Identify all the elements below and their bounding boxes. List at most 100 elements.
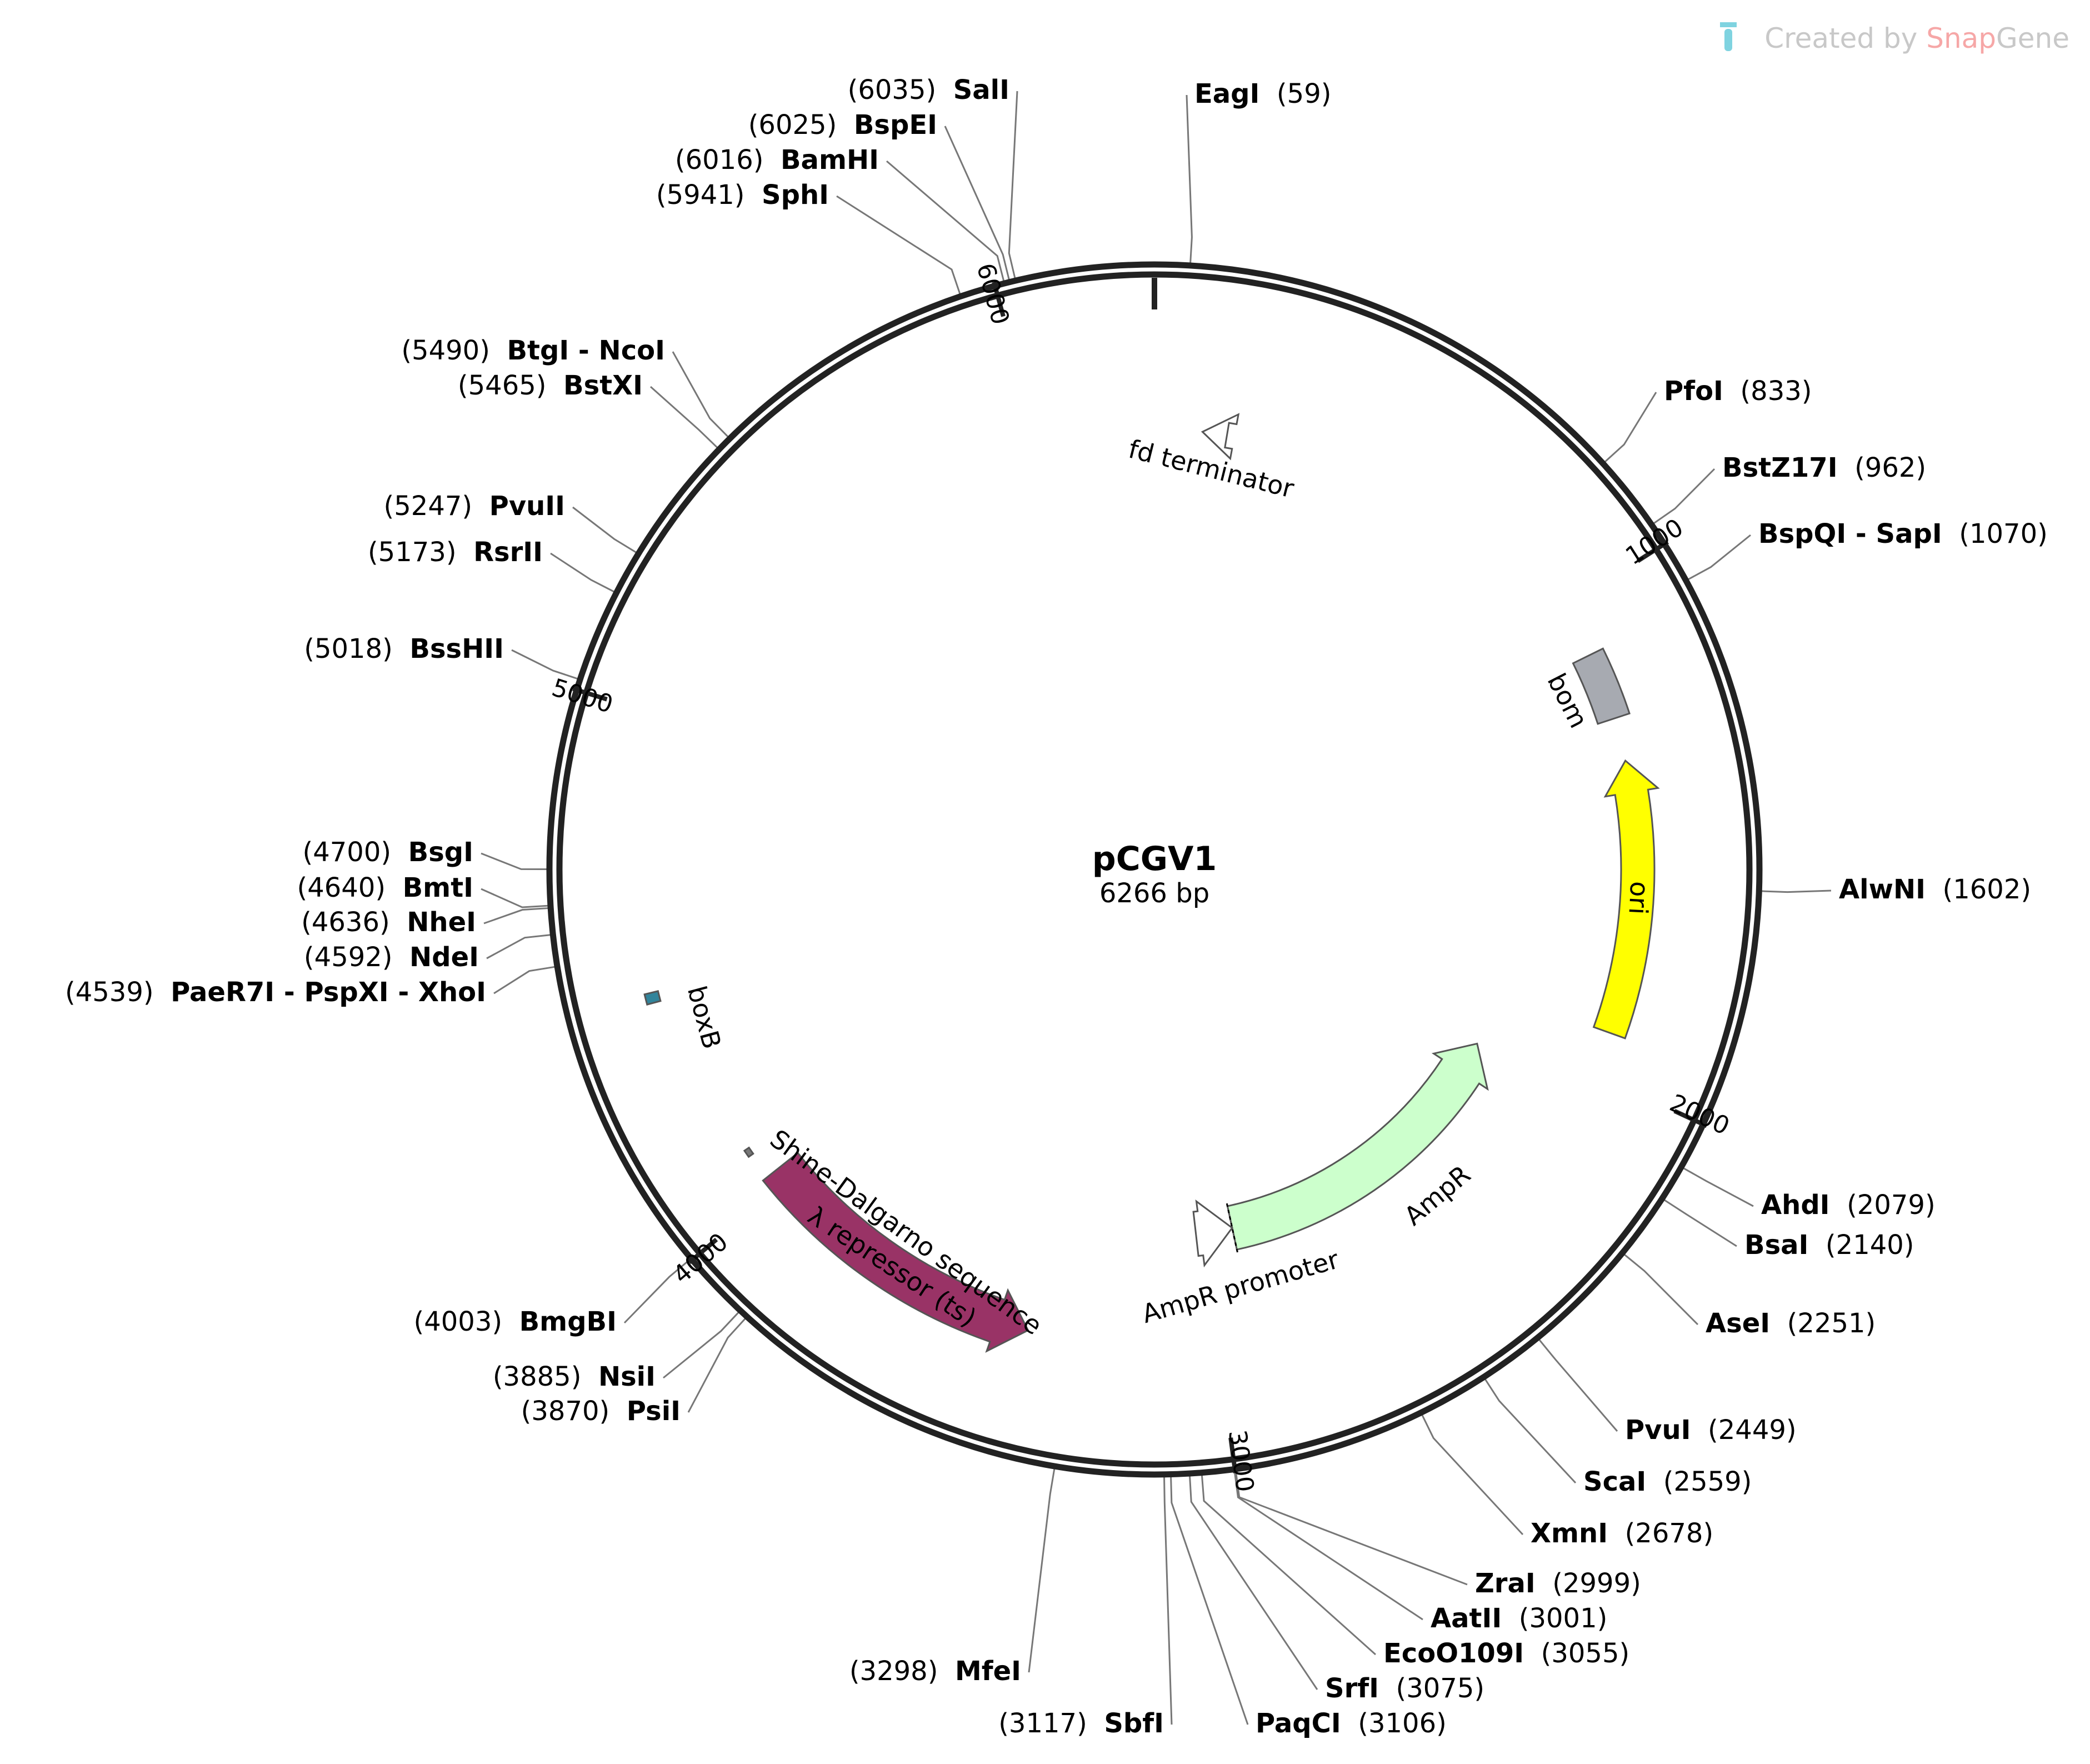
feature-ori-shape <box>1592 759 1660 1040</box>
enzyme-name: NdeI <box>409 942 479 973</box>
backbone-inner-ring <box>556 271 1753 1468</box>
enzyme-position: (2999) <box>1552 1568 1641 1599</box>
feature-fd-terminator: fd terminator <box>1126 413 1297 504</box>
tick-mark <box>688 1237 718 1265</box>
enzyme-site-scai: ScaI (2559) <box>1583 1466 1752 1497</box>
tick-mark <box>992 281 1006 317</box>
enzyme-site-paer7i-pspxi-xhoi: (4539) PaeR7I - PspXI - XhoI <box>65 977 486 1008</box>
feature-shine-dalgarno-sequence: Shine-Dalgarno sequence <box>743 1123 1048 1341</box>
enzyme-name: BssHII <box>409 633 504 664</box>
enzyme-name: RsrII <box>473 537 543 568</box>
enzyme-name: SrfI <box>1325 1673 1379 1704</box>
enzyme-label-rsrii: (5173) RsrII <box>368 537 543 568</box>
tick-mark <box>1636 539 1669 563</box>
enzyme-name: BstZ17I <box>1722 452 1838 483</box>
enzyme-name: EcoO109I <box>1383 1638 1524 1669</box>
leader-srfi <box>1189 1476 1318 1690</box>
enzyme-position: (3885) <box>493 1361 582 1392</box>
enzyme-label-bsshii: (5018) BssHII <box>304 633 504 664</box>
leader-mfei <box>1028 1468 1056 1673</box>
enzyme-label-pfoi: PfoI (833) <box>1664 376 1812 407</box>
enzyme-site-zrai: ZraI (2999) <box>1475 1568 1641 1599</box>
enzyme-name: BmgBI <box>519 1306 617 1337</box>
leader-sbfi <box>1163 1477 1173 1725</box>
leader-bspei <box>944 126 1010 280</box>
leader-paer7i-pspxi-xhoi <box>493 966 555 995</box>
enzyme-name: PaeR7I - PspXI - XhoI <box>171 977 486 1008</box>
feature-bom: bom <box>1542 647 1631 733</box>
enzyme-position: (1602) <box>1943 874 2032 905</box>
enzyme-position: (3001) <box>1519 1603 1608 1634</box>
enzyme-position: (3117) <box>998 1708 1087 1739</box>
enzyme-label-bstz17i: BstZ17I (962) <box>1722 452 1926 483</box>
feature-boxb: boxB <box>643 983 727 1052</box>
enzyme-label-pvui: PvuI (2449) <box>1625 1415 1797 1446</box>
enzyme-position: (4539) <box>65 977 154 1008</box>
feature-shine-dalgarno-sequence-shape <box>743 1146 754 1158</box>
enzyme-position: (4592) <box>304 942 393 973</box>
leader-pvui <box>1538 1339 1618 1432</box>
enzyme-site-sali: (6035) SalI <box>848 74 1009 106</box>
enzyme-name: BspEI <box>854 109 937 141</box>
enzyme-label-bmti: (4640) BmtI <box>297 872 473 903</box>
leader-nsii <box>663 1312 739 1379</box>
leader-btgi-ncoi <box>672 351 729 437</box>
enzyme-site-bspei: (6025) BspEI <box>748 109 937 141</box>
enzyme-position: (6025) <box>748 109 837 141</box>
enzyme-position: (6016) <box>675 144 764 176</box>
leader-sali <box>1008 91 1018 278</box>
plasmid-name: pCGV1 <box>1092 839 1217 878</box>
enzyme-site-paqci: PaqCI (3106) <box>1256 1708 1447 1739</box>
enzyme-name: EagI <box>1194 78 1259 109</box>
enzyme-name: ZraI <box>1475 1568 1536 1599</box>
feature-fd-terminator-label: fd terminator <box>1126 434 1297 504</box>
enzyme-name: XmnI <box>1531 1518 1608 1549</box>
enzyme-site-alwni: AlwNI (1602) <box>1839 874 2031 905</box>
leader-pvuii <box>572 506 637 553</box>
enzyme-site-bsshii: (5018) BssHII <box>304 633 504 664</box>
leader-nhei <box>483 907 548 925</box>
enzyme-name: PvuII <box>489 491 565 522</box>
leader-xmni <box>1421 1415 1524 1536</box>
feature-fd-terminator-shape <box>1201 413 1240 461</box>
enzyme-label-alwni: AlwNI (1602) <box>1839 874 2031 905</box>
enzyme-site-pvuii: (5247) PvuII <box>384 491 565 522</box>
enzyme-position: (2559) <box>1663 1466 1752 1497</box>
enzyme-name: SalI <box>953 74 1009 106</box>
leader-asei <box>1624 1254 1699 1326</box>
enzyme-position: (4640) <box>297 872 386 903</box>
enzyme-label-sphi: (5941) SphI <box>656 179 829 211</box>
enzyme-site-mfei: (3298) MfeI <box>849 1656 1021 1687</box>
tick-label: 3000 <box>1223 1428 1259 1494</box>
enzyme-name: PfoI <box>1664 376 1723 407</box>
enzyme-site-pvui: PvuI (2449) <box>1625 1415 1797 1446</box>
leader-bmgbi <box>623 1260 690 1324</box>
enzyme-site-ndei: (4592) NdeI <box>304 942 479 973</box>
enzyme-site-bspqi-sapi: BspQI - SapI (1070) <box>1758 518 2048 549</box>
enzyme-name: AhdI <box>1761 1190 1830 1221</box>
enzyme-label-paer7i-pspxi-xhoi: (4539) PaeR7I - PspXI - XhoI <box>65 977 486 1008</box>
enzyme-label-bspqi-sapi: BspQI - SapI (1070) <box>1758 518 2048 549</box>
enzyme-name: BmtI <box>403 872 473 903</box>
leader-bspqi-sapi <box>1688 534 1751 580</box>
feature-ampr-promoter-shape <box>1192 1199 1233 1268</box>
snapgene-logo-icon <box>1720 22 1737 51</box>
enzyme-name: BspQI - SapI <box>1758 518 1942 549</box>
enzyme-label-bamhi: (6016) BamHI <box>675 144 879 176</box>
leader-paqci <box>1170 1477 1249 1725</box>
enzyme-site-bmgbi: (4003) BmgBI <box>413 1306 617 1337</box>
enzyme-site-eagi: EagI (59) <box>1194 78 1331 109</box>
enzyme-site-pfoi: PfoI (833) <box>1664 376 1812 407</box>
leader-zrai <box>1235 1471 1468 1586</box>
leader-bsgi <box>481 852 547 870</box>
leader-pfoi <box>1604 392 1657 463</box>
feature-ori-label: ori <box>1623 881 1654 916</box>
enzyme-position: (2140) <box>1826 1230 1914 1261</box>
enzyme-site-srfi: SrfI (3075) <box>1325 1673 1484 1704</box>
enzyme-name: AatII <box>1431 1603 1502 1634</box>
tick-mark <box>572 686 608 702</box>
enzyme-position: (6035) <box>848 74 937 106</box>
enzyme-position: (5490) <box>401 335 490 366</box>
enzyme-position: (2678) <box>1625 1518 1714 1549</box>
